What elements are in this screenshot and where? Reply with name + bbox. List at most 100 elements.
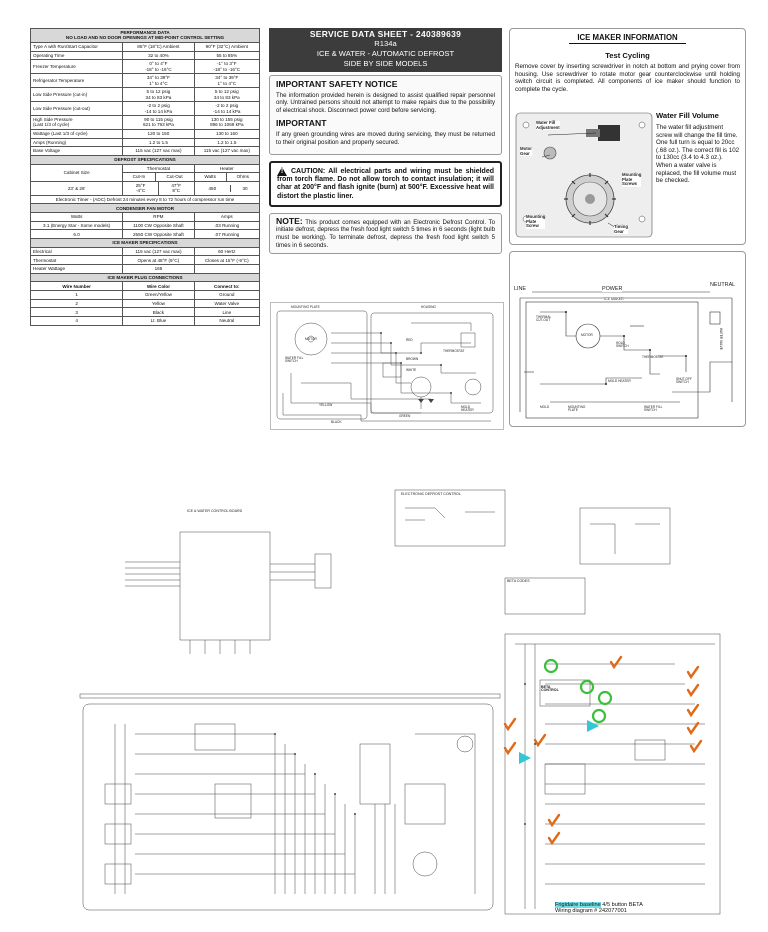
ice-spec-value: 115 vac (127 vac max) xyxy=(122,246,195,257)
performance-value-b: 55 to 85% xyxy=(193,50,261,61)
schematic-caption: Frigidaire baseline 4/5 button BETA Wiri… xyxy=(555,902,643,915)
performance-value-a: 90 to 115 psig 621 to 793 kPa xyxy=(122,115,195,130)
plug-cell: Yellow xyxy=(122,298,195,309)
plug-cell: Green/Yellow xyxy=(122,290,195,300)
performance-row-label: Freezer Temperature xyxy=(29,59,124,75)
plug-column-header: Connect to: xyxy=(193,281,261,292)
performance-col-b: 90°F (32°C) Ambient xyxy=(193,41,261,52)
ice-maker-drawing: Water Fill Adjustment Motor Gear Mountin… xyxy=(514,111,654,239)
performance-value-b: 34° to 39°F 1° to 4°C xyxy=(193,73,261,89)
wire-label-housing: HOUSING xyxy=(421,305,436,309)
performance-row-label: Wattage (Last 1/3 of cycle) xyxy=(29,128,124,139)
water-fill-section: Water Fill Volume The water fill adjustm… xyxy=(656,111,740,185)
wire-label-white: WHITE xyxy=(406,368,417,372)
defrost-heater-values: 450 30 xyxy=(193,180,261,196)
sheet-line2: ICE & WATER - AUTOMATIC DEFROST xyxy=(316,49,455,58)
caption-rest: 4/5 button BETA xyxy=(602,902,643,908)
ice-maker-info-panel: ICE MAKER INFORMATION Test Cycling Remov… xyxy=(509,28,746,245)
fan-cell: 1100 CW Opposite Shaft xyxy=(122,220,195,231)
wire-label-motor: MOTOR xyxy=(305,337,317,341)
performance-value-a: 32 to 40% xyxy=(122,50,195,61)
performance-row-label: Amps (Running) xyxy=(29,137,124,148)
circuit-power-label: POWER xyxy=(602,286,623,292)
plug-cell: Lt. Blue xyxy=(122,316,195,326)
wiring-pictorial-drawing xyxy=(276,310,494,422)
performance-row-label: Low Side Pressure (cut-out) xyxy=(29,101,124,116)
fan-column-header: Amps xyxy=(193,212,261,222)
performance-value-b: 130 to 160 xyxy=(193,128,261,139)
performance-value-a: 34° to 39°F 1° to 4°C xyxy=(122,73,195,89)
fan-column-header: Watts xyxy=(29,212,124,222)
defrost-size: 23' & 26' xyxy=(29,180,124,196)
performance-title-line1: PERFORMANCE DATA xyxy=(120,30,170,36)
wire-label-mount-plate: MOUNT'ING PLATE xyxy=(291,305,320,309)
cut-out-header: Cut-Out xyxy=(166,174,183,180)
ice-maker-illustration xyxy=(515,112,653,238)
label-timing-gear: Timing Gear xyxy=(614,224,629,235)
plug-cell: Neutral xyxy=(193,316,261,326)
ice-spec-label: Heater Wattage xyxy=(29,264,124,274)
performance-row: Low Side Pressure (cut-out)-2 to 2 psig … xyxy=(29,101,261,116)
defrost-watts: 450 xyxy=(194,184,232,193)
plug-cell: Line xyxy=(193,307,261,317)
cabinet-size-header: Cabinet Size xyxy=(29,163,124,182)
note-text: This product comes equipped with an Elec… xyxy=(276,218,495,249)
plug-column-header: Wire Color xyxy=(122,281,195,292)
circuit-water-fill-switch: WATER FILL SWITCH xyxy=(644,405,663,413)
performance-value-a: 0° to 4°F -18° to -16°C xyxy=(122,59,195,75)
label-water-fill-adjustment: Water Fill Adjustment xyxy=(536,120,560,131)
ice-spec-label: Electrical xyxy=(29,246,124,257)
defrost-title: DEFROST SPECIFICATIONS xyxy=(30,154,260,165)
plug-cell: 2 xyxy=(29,298,124,309)
plug-cell: Black xyxy=(122,307,195,317)
circuit-thermostat: THERMOSTAT xyxy=(642,355,664,359)
safety-text: The information provided herein is desig… xyxy=(276,92,495,114)
cut-in-header: Cut-In xyxy=(123,173,156,181)
performance-value-b: -2 to 2 psig -14 to 14 kPa xyxy=(193,101,261,116)
performance-row: Low Side Pressure (cut-in)5 to 12 psig 3… xyxy=(29,87,261,103)
fan-row: 3.1 (Energy Star - Some models)1100 CW O… xyxy=(29,220,261,231)
control-board-label: ICE & WATER CONTROL BOARD xyxy=(187,509,243,513)
plug-column-header: Wire Number xyxy=(29,281,124,292)
performance-row-label: Refrigerator Temperature xyxy=(29,73,124,89)
label-motor-gear: Motor Gear xyxy=(520,146,532,157)
performance-title: PERFORMANCE DATA NO LOAD AND NO DOOR OPE… xyxy=(30,28,260,43)
performance-value-a: -2 to 2 psig -14 to 14 kPa xyxy=(122,101,195,116)
defrost-ohms: 30 xyxy=(242,185,248,191)
circuit-mold-heater: MOLD HEATER xyxy=(608,379,631,383)
circuit-hold-switch: HOLD SWITCH xyxy=(616,341,629,349)
label-mounting-plate-screws: Mounting Plate Screws xyxy=(622,172,642,187)
performance-row-label: High Side Pressure (Last 1/3 of cycle) xyxy=(29,115,124,130)
note-box: NOTE: This product comes equipped with a… xyxy=(269,212,502,255)
caution-box: !CAUTION: All electrical parts and wirin… xyxy=(269,161,502,207)
ice-maker-circuit-diagram: LINE POWER NEUTRAL ICE MAKER THERMAL CUT… xyxy=(509,251,746,427)
performance-value-b: 5 to 12 psig 34 to 83 kPa xyxy=(193,87,261,103)
ice-maker-title: ICE MAKER INFORMATION xyxy=(510,33,745,44)
performance-data-table: PERFORMANCE DATA NO LOAD AND NO DOOR OPE… xyxy=(29,28,261,326)
heater-header: Heater xyxy=(193,163,261,174)
ice-maker-wiring-pictorial: MOUNT'ING PLATE HOUSING MOTOR THERMOSTAT… xyxy=(270,302,504,430)
defrost-thermostat-values: 25°F -4°C 47°F 8°C xyxy=(122,180,195,196)
note-label: NOTE: xyxy=(276,215,303,226)
performance-row-label: Operating Time xyxy=(29,50,124,61)
test-cycling-text: Remove cover by inserting screwdriver in… xyxy=(515,63,740,93)
service-data-sheet: SERVICE DATA SHEET - 240389639 R134a ICE… xyxy=(269,28,502,255)
frigidaire-baseline-highlight: Frigidaire baseline xyxy=(555,902,601,908)
refrigerant: R134a xyxy=(374,39,397,48)
wire-label-red: RED xyxy=(406,338,413,342)
ice-spec-value: 60 Hertz xyxy=(193,246,261,257)
thermostat-label: Thermostat xyxy=(146,165,171,171)
